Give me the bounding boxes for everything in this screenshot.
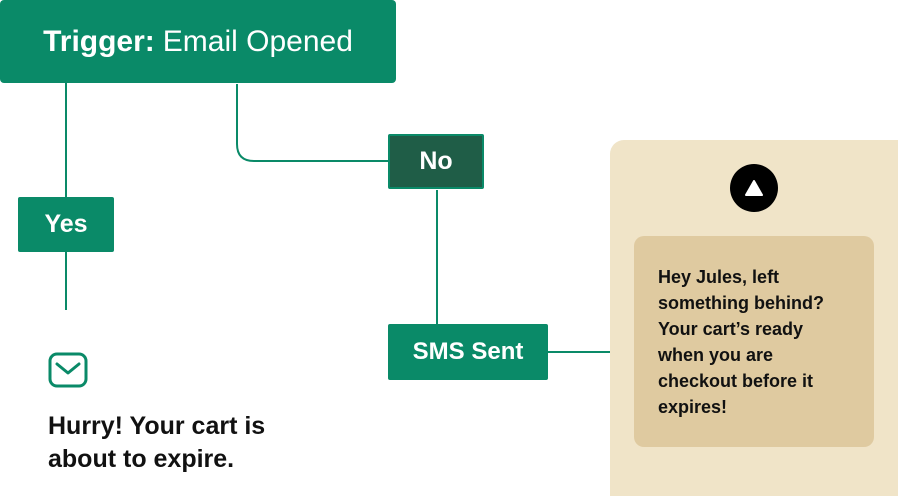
phone-panel: Hey Jules, left something behind? Your c… — [610, 140, 898, 496]
trigger-prefix: Trigger: — [43, 24, 155, 58]
sms-sent-node: SMS Sent — [388, 324, 548, 380]
connector-trigger-to-no — [236, 84, 388, 162]
trigger-node: Trigger: Email Opened — [0, 0, 396, 83]
sender-avatar — [730, 164, 778, 212]
no-branch-node: No — [388, 134, 484, 189]
email-icon — [48, 352, 88, 388]
triangle-up-icon — [745, 180, 763, 196]
sms-message-bubble: Hey Jules, left something behind? Your c… — [634, 236, 874, 447]
email-message: Hurry! Your cart is about to expire. — [48, 412, 266, 473]
yes-branch-node: Yes — [18, 197, 114, 252]
trigger-event: Email Opened — [162, 24, 353, 58]
